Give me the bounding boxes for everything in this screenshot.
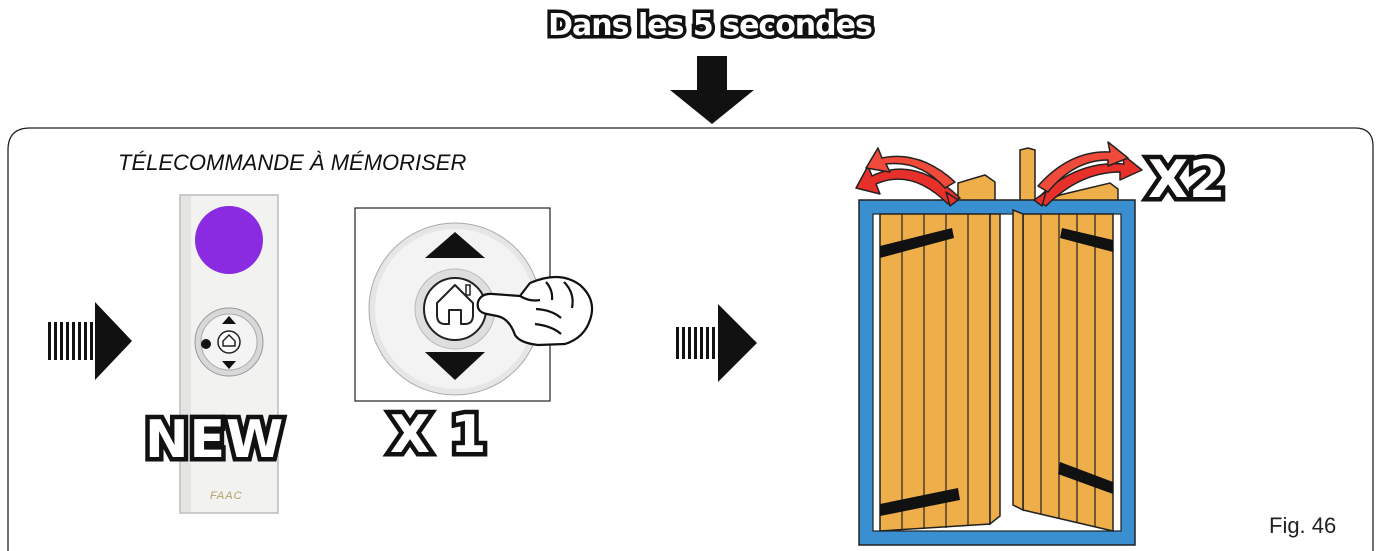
push-arrow-icon [48,302,132,380]
down-arrow-icon [670,56,754,124]
press-count-label: X 1 [390,405,487,465]
remote-color-button [195,206,263,274]
remote-heading: TÉLECOMMANDE À MÉMORISER [118,150,466,176]
figure-label: Fig. 46 [1269,513,1336,539]
brand-logo: FAAC [210,490,243,502]
shutter-cycles-label: X2 [1148,150,1226,210]
button-zoom [355,208,592,401]
push-arrow-icon [676,304,757,382]
new-label: NEW [145,410,284,470]
shutter-window [856,142,1142,545]
